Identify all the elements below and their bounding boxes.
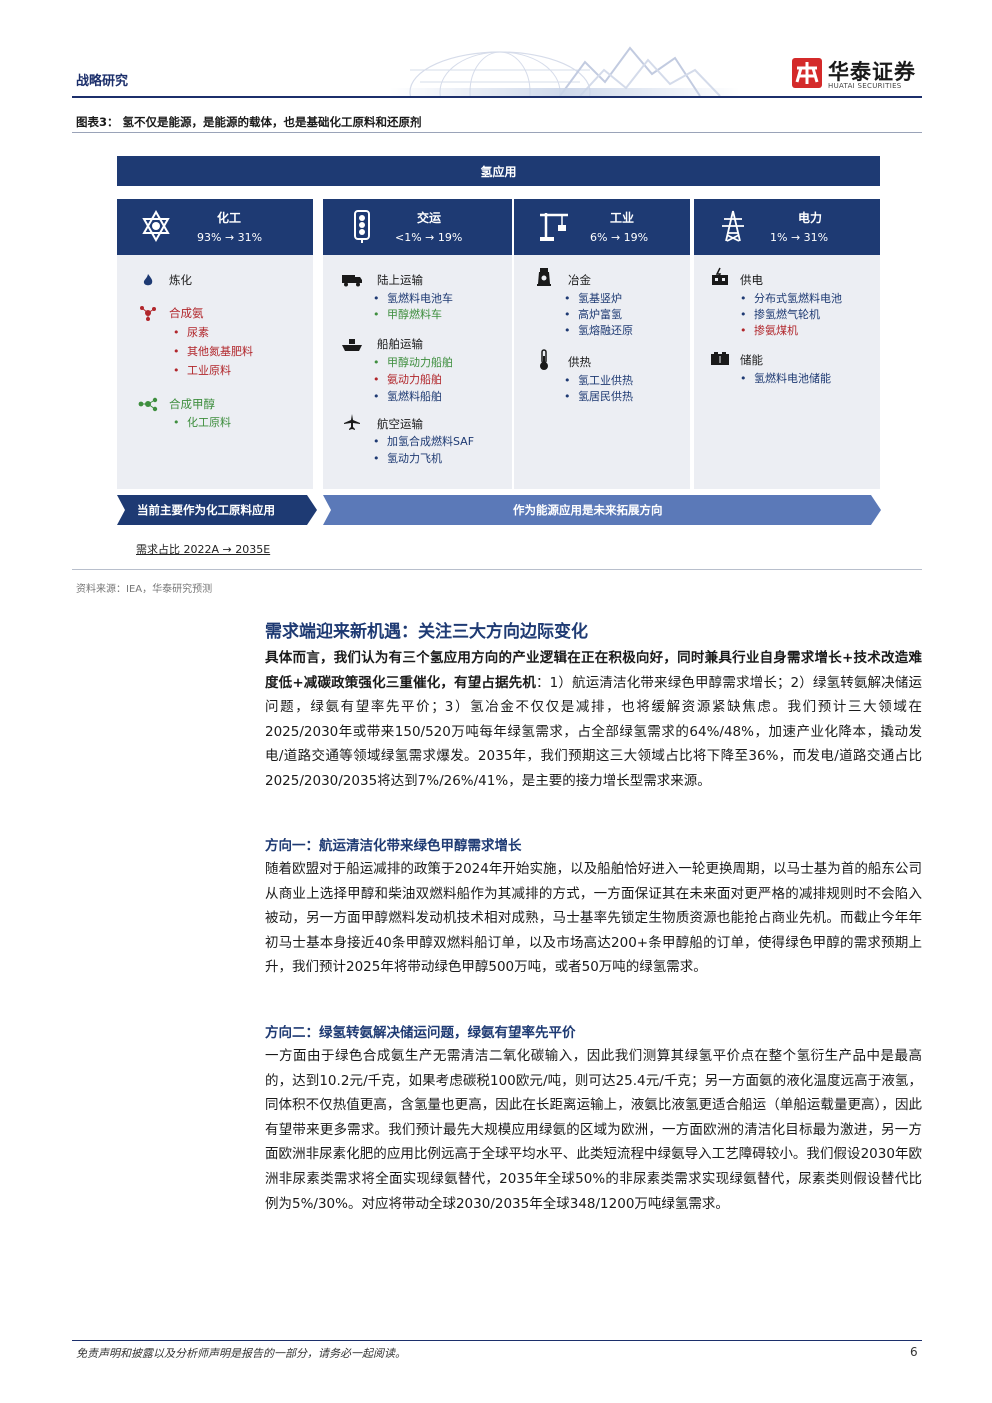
list-item: •尿素 (173, 326, 209, 339)
list-item: •氨动力船舶 (373, 373, 442, 386)
column-name: 工业 (610, 211, 635, 225)
molecule-red-icon (140, 306, 156, 321)
source-rule (72, 569, 922, 570)
power-tower-icon (722, 210, 744, 242)
list-item: •氢基竖炉 (564, 292, 622, 305)
logo-chinese: 华泰证券 (828, 60, 916, 84)
column-share: 6% → 19% (590, 231, 649, 244)
footer-rule (72, 1340, 922, 1341)
list-item: •工业原料 (173, 364, 231, 377)
list-item: •高炉富氢 (564, 308, 622, 321)
column-head-transport: 交运 <1% → 19% (323, 199, 512, 255)
column-share: <1% → 19% (395, 231, 463, 244)
list-item: •掺氢燃气轮机 (740, 308, 820, 321)
header-rule (72, 96, 922, 98)
huatai-logo-mark-icon (792, 58, 822, 88)
group-label-aviation: 航空运输 (377, 417, 423, 431)
future-direction-arrow: 作为能源应用是未来拓展方向 (323, 495, 881, 525)
figure-title: 图表3： 氢不仅是能源，是能源的载体，也是基础化工原料和还原剂 (76, 115, 422, 129)
demand-share-note: 需求占比 2022A → 2035E (136, 543, 271, 556)
group-label-power-supply: 供电 (740, 273, 763, 287)
generator-icon (712, 267, 728, 285)
intro-rest: ：1）航运清洁化带来绿色甲醇需求增长；2）绿氢转氨解决储运问题，绿氨有望率先平价… (265, 674, 923, 789)
list-item: •氢熔融还原 (564, 324, 633, 337)
column-body-chemical: 炼化 合成氨 •尿素 •其他氮基肥料 •工业原料 合成甲醇 •化工原料 (117, 255, 313, 489)
list-item: •化工原料 (173, 416, 231, 429)
group-label-storage: 储能 (740, 353, 763, 367)
intro-bold: 具体而言，我们认为有三个氢应用方向的产业逻辑在正在积极向好，同时兼具行业自身需求… (265, 650, 922, 691)
arrow-shape-dark (117, 495, 317, 525)
furnace-icon (537, 268, 551, 286)
traffic-light-icon (354, 210, 370, 243)
arrow-left-label: 当前主要作为化工原料应用 (137, 503, 275, 517)
plane-icon (344, 414, 360, 430)
list-item: •甲醇燃料车 (373, 308, 442, 321)
column-body-transport: 陆上运输 •氢燃料电池车 •甲醇燃料车 船舶运输 •甲醇动力船舶 •氨动力船舶 … (323, 255, 512, 489)
list-item: •氢燃料电池车 (373, 292, 453, 305)
group-label-ammonia: 合成氨 (169, 306, 204, 320)
ship-icon (342, 339, 362, 351)
subsection-title-1: 方向一：航运清洁化带来绿色甲醇需求增长 (265, 838, 522, 854)
column-head-chemical: 化工 93% → 31% (117, 199, 313, 255)
group-label-shipping: 船舶运输 (377, 337, 423, 351)
huatai-logo: 华泰证券 HUATAI SECURITIES (790, 54, 930, 94)
column-head-industry: 工业 6% → 19% (514, 199, 690, 255)
list-item: •氢工业供热 (564, 374, 633, 387)
list-item: •甲醇动力船舶 (373, 356, 453, 369)
group-label-land: 陆上运输 (377, 273, 423, 287)
column-body-industry: 冶金 •氢基竖炉 •高炉富氢 •氢熔融还原 供热 •氢工业供热 •氢居民供热 (514, 255, 690, 489)
arrow-shape-light (323, 495, 881, 525)
thermometer-icon (540, 349, 548, 370)
arrow-right-label: 作为能源应用是未来拓展方向 (513, 503, 663, 517)
crane-icon (540, 213, 568, 241)
hydrogen-application-bar: 氢应用 (117, 156, 880, 186)
list-item: •加氢合成燃料SAF (373, 435, 475, 448)
header-globe-art (390, 46, 740, 96)
figure-rule (72, 132, 922, 133)
list-item: •氢动力飞机 (373, 452, 442, 465)
current-use-arrow: 当前主要作为化工原料应用 (117, 495, 317, 525)
column-name: 电力 (798, 211, 823, 225)
list-item: •掺氨煤机 (740, 324, 798, 337)
footer-disclaimer: 免责声明和披露以及分析师声明是报告的一部分，请务必一起阅读。 (76, 1347, 406, 1360)
subsection-text-2: 一方面由于绿色合成氨生产无需清洁二氧化碳输入，因此我们测算其绿氢平价点在整个氢衍… (265, 1048, 922, 1212)
column-head-power: 电力 1% → 31% (694, 199, 880, 255)
list-item: •氢居民供热 (564, 390, 633, 403)
subsection-title-2: 方向二：绿氢转氨解决储运问题，绿氨有望率先平价 (265, 1025, 576, 1041)
molecule-green-icon (138, 397, 158, 412)
list-item: •分布式氢燃料电池 (740, 292, 842, 305)
group-label-refining: 炼化 (169, 273, 192, 287)
column-name: 化工 (217, 211, 242, 225)
group-label-methanol: 合成甲醇 (169, 397, 215, 411)
column-share: 1% → 31% (770, 231, 829, 244)
intro-paragraph: 具体而言，我们认为有三个氢应用方向的产业逻辑在正在积极向好，同时兼具行业自身需求… (265, 646, 922, 794)
list-item: •氢燃料船舶 (373, 390, 442, 403)
flame-icon (143, 274, 153, 286)
subsection-text-1: 随着欧盟对于船运减排的政策于2024年开始实施，以及船舶恰好进入一轮更换周期，以… (265, 861, 922, 976)
column-body-power: 供电 •分布式氢燃料电池 •掺氢燃气轮机 •掺氨煤机 储能 •氢燃料电池储能 (694, 255, 880, 489)
list-item: •氢燃料电池储能 (740, 372, 831, 385)
list-item: •其他氮基肥料 (173, 345, 253, 358)
group-label-metallurgy: 冶金 (568, 273, 591, 287)
page-number: 6 (910, 1345, 918, 1359)
atom-star-icon (142, 209, 170, 243)
column-name: 交运 (417, 211, 442, 225)
report-type-label: 战略研究 (76, 74, 129, 89)
battery-icon (711, 352, 729, 365)
section-heading: 需求端迎来新机遇：关注三大方向边际变化 (265, 622, 588, 642)
group-label-heating: 供热 (568, 355, 591, 369)
figure-source: 资料来源：IEA，华泰研究预测 (76, 584, 213, 595)
logo-english: HUATAI SECURITIES (828, 82, 902, 90)
truck-icon (342, 275, 362, 287)
column-share: 93% → 31% (197, 231, 263, 244)
